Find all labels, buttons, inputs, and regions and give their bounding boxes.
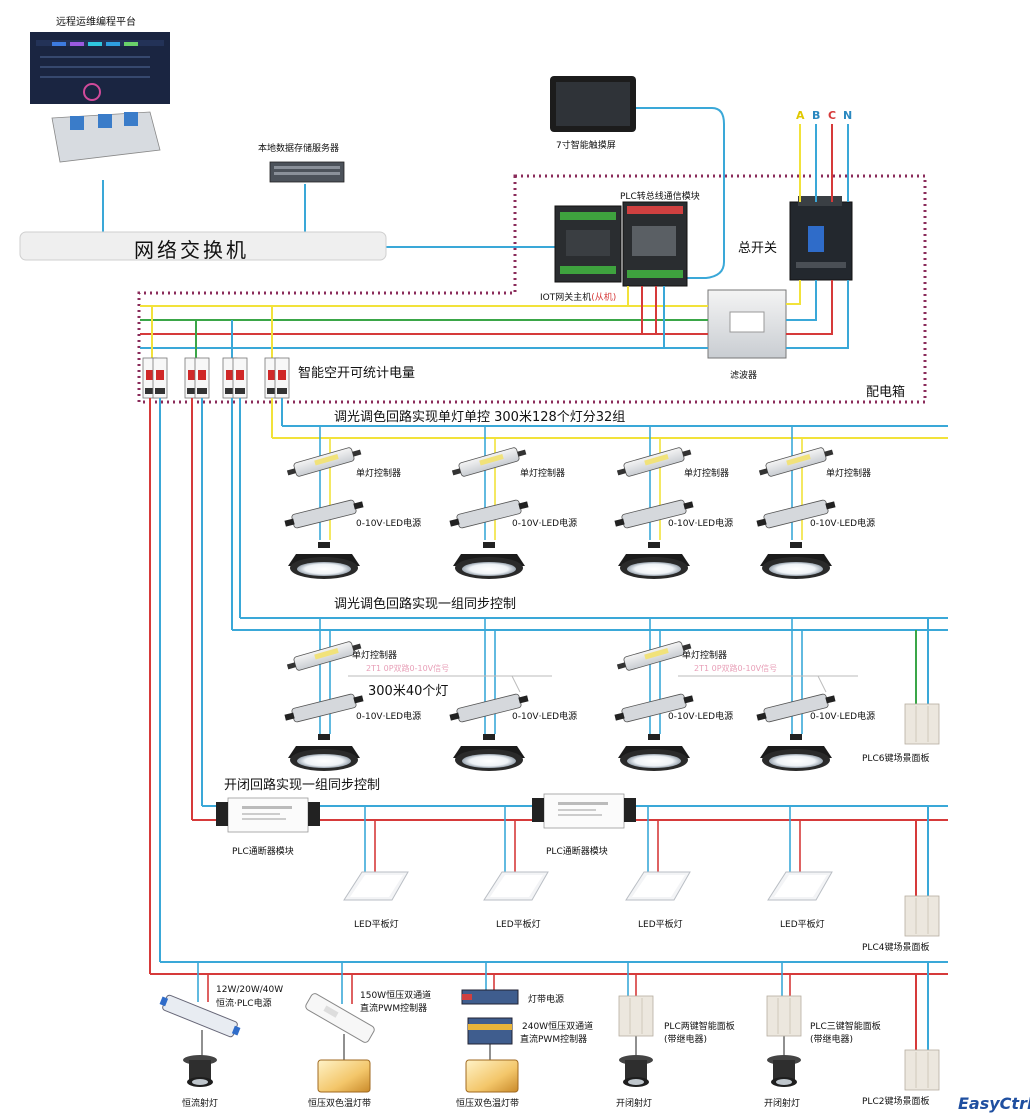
breaker-module-label: PLC通断器模块 (546, 847, 608, 857)
section2-count-label: 300米40个灯 (368, 684, 449, 699)
section2-title: 调光调色回路实现一组同步控制 (334, 597, 517, 612)
section3-drops (364, 806, 801, 872)
distribution-box-border (137, 174, 927, 404)
panel-light-label: LED平板灯 (496, 920, 541, 930)
touchscreen-device (550, 76, 636, 132)
phase-n-label: N (843, 109, 853, 122)
remote-platform (30, 32, 170, 104)
controller-label: 单灯控制器 (352, 651, 398, 661)
plc6-panel-label: PLC6键场景面板 (862, 754, 930, 764)
pwm240-device (467, 1017, 513, 1045)
feeder-wires (149, 398, 948, 1056)
driver-label: 0-10V·LED电源 (810, 519, 876, 529)
plc2-panel-label: PLC2键场景面板 (862, 1097, 930, 1107)
two-key-label-2: (带继电器) (664, 1035, 708, 1045)
panel-light-label: LED平板灯 (354, 920, 399, 930)
touchscreen-label: 7寸智能触摸屏 (556, 141, 616, 151)
driver-label: 0-10V·LED电源 (810, 712, 876, 722)
panel-light-label: LED平板灯 (780, 920, 825, 930)
driver-label: 0-10V·LED电源 (668, 519, 734, 529)
three-key-label-2: (带继电器) (810, 1035, 854, 1045)
driver-label: 0-10V·LED电源 (356, 519, 422, 529)
pwm150-label-1: 150W恒压双通道 (360, 991, 432, 1001)
iot-gateway (554, 205, 622, 283)
cc-driver-device (159, 994, 241, 1038)
network-switch-label: 网络交换机 (134, 238, 249, 262)
plc4-panel-label: PLC4键场景面板 (862, 943, 930, 953)
section4-drops (197, 962, 791, 1064)
pwm240-label-2: 直流PWM控制器 (520, 1035, 588, 1045)
pwm150-device (305, 993, 375, 1043)
driver-label: 0-10V·LED电源 (512, 519, 578, 529)
pwm150-label-2: 直流PWM控制器 (360, 1004, 428, 1014)
main-switch-label: 总开关 (738, 241, 778, 256)
led-strip-2 (465, 1059, 519, 1093)
easyctrl-logo: EasyCtrl (958, 1094, 1030, 1113)
cv-strip-label: 恒压双色温灯带 (308, 1099, 372, 1109)
server-rack (51, 111, 161, 163)
local-server-label: 本地数据存储服务器 (258, 144, 340, 154)
cc-driver-label-1: 12W/20W/40W (216, 985, 284, 995)
cv-strip-label: 恒压双色温灯带 (456, 1099, 520, 1109)
plc-bus-module-label: PLC转总线通信模块 (620, 192, 700, 202)
two-key-label-1: PLC两键智能面板 (664, 1022, 735, 1032)
pwm240-label-1: 240W恒压双通道 (522, 1022, 594, 1032)
controller-label: 单灯控制器 (520, 469, 566, 479)
remote-platform-label: 远程运维编程平台 (56, 17, 136, 28)
phase-a-label: A (796, 109, 805, 122)
controller-label: 单灯控制器 (682, 651, 728, 661)
three-key-label-1: PLC三键智能面板 (810, 1022, 881, 1032)
signal-note: 2T1 0P双路0-10V信号 (366, 664, 450, 673)
cc-driver-label-2: 恒流·PLC电源 (216, 999, 272, 1009)
section4-devices (159, 989, 940, 1093)
led-strip-1 (317, 1059, 371, 1093)
switch-spotlight-label: 开闭射灯 (764, 1099, 801, 1109)
panel-light-label: LED平板灯 (638, 920, 683, 930)
filter-label: 滤波器 (730, 371, 758, 381)
phase-c-label: C (828, 109, 837, 122)
controller-label: 单灯控制器 (826, 469, 872, 479)
phase-source-wires (786, 124, 849, 349)
strip-power-label: 灯带电源 (528, 995, 565, 1005)
smart-breaker-label: 智能空开可统计电量 (298, 366, 416, 381)
controller-label: 单灯控制器 (356, 469, 402, 479)
comm-wires (102, 107, 725, 279)
switch-spotlight-label: 开闭射灯 (616, 1099, 653, 1109)
driver-label: 0-10V·LED电源 (668, 712, 734, 722)
cc-spotlight-label: 恒流射灯 (182, 1099, 219, 1109)
controller-label: 单灯控制器 (684, 469, 730, 479)
iot-gateway-label: IOT网关主机(从机) (540, 290, 616, 303)
section1-title: 调光调色回路实现单灯单控 300米128个灯分32组 (334, 410, 626, 425)
driver-label: 0-10V·LED电源 (512, 712, 578, 722)
signal-note: 2T1 0P双路0-10V信号 (694, 664, 778, 673)
network-switch (19, 231, 387, 261)
plc-bus-module (622, 201, 688, 287)
section3-title: 开闭回路实现一组同步控制 (224, 778, 381, 793)
local-storage-server (269, 161, 345, 183)
distribution-box-label: 配电箱 (866, 385, 906, 400)
breaker-module-label: PLC通断器模块 (232, 847, 294, 857)
driver-label: 0-10V·LED电源 (356, 712, 422, 722)
internal-bus-wires (140, 286, 708, 358)
strip-power-device (461, 989, 519, 1005)
section3-devices (215, 793, 940, 937)
iot-gateway-slave-label: (从机) (591, 293, 617, 303)
filter-device (707, 289, 787, 359)
smart-breakers (142, 357, 290, 399)
phase-b-label: B (812, 109, 821, 122)
main-switch-device (789, 196, 853, 281)
iot-gateway-label-text: IOT网关主机 (540, 293, 592, 303)
